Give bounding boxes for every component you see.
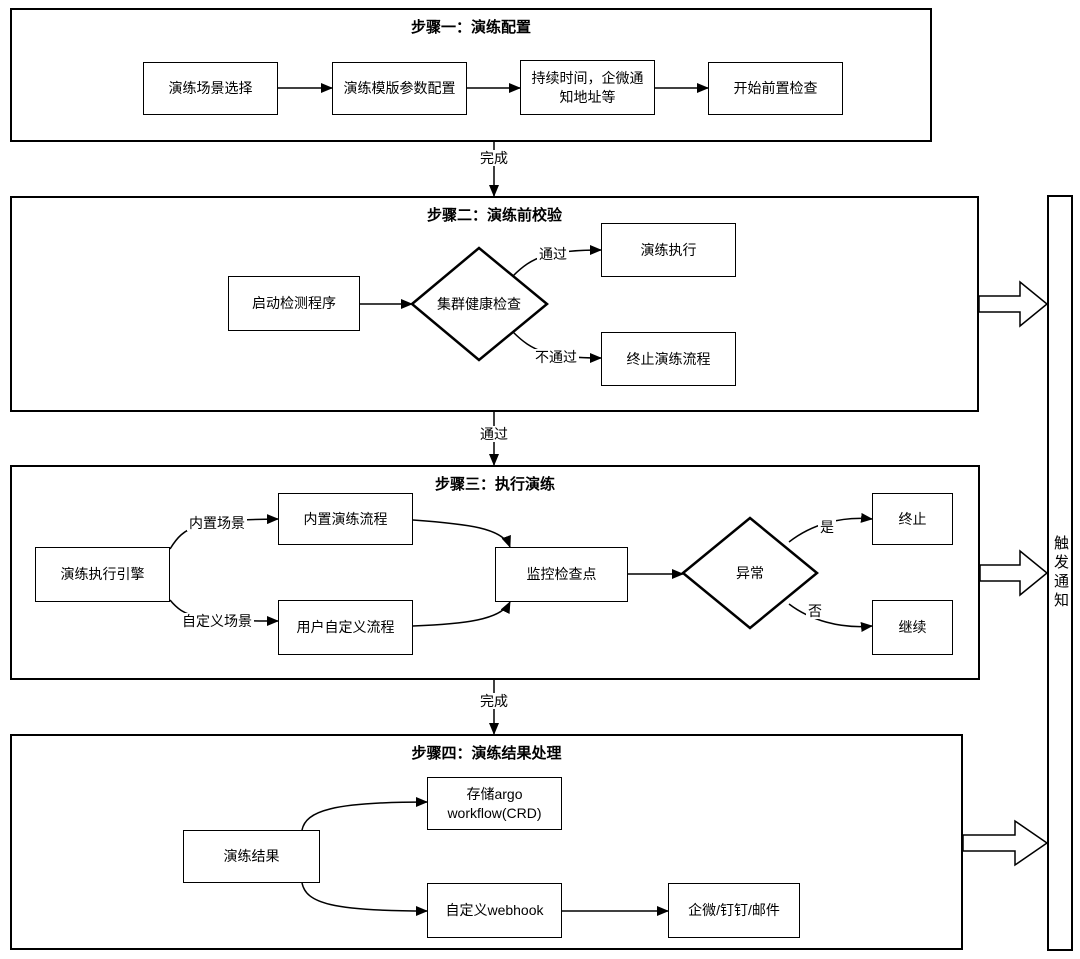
edge-label-builtin-scene: 内置场景 xyxy=(187,515,247,531)
node-builtin-flow-label: 内置演练流程 xyxy=(303,510,388,527)
node-custom-flow: 用户自定义流程 xyxy=(278,600,413,655)
node-exec-label: 演练执行 xyxy=(640,241,697,258)
step2-container: 步骤二：演练前校验 xyxy=(10,196,979,412)
step1-title: 步骤一：演练配置 xyxy=(410,19,531,36)
health-check-diamond-label: 集群健康检查 xyxy=(437,296,521,312)
node-duration-line1: 持续时间，企微通 xyxy=(531,69,644,86)
node-webhook-label: 自定义webhook xyxy=(445,902,544,918)
node-start-detect-label: 启动检测程序 xyxy=(252,295,336,311)
step2-title: 步骤二：演练前校验 xyxy=(426,207,562,224)
node-duration-line2: 知地址等 xyxy=(559,88,616,105)
node-store-argo: 存储argo workflow(CRD) xyxy=(427,777,562,830)
edge-label-yes: 是 xyxy=(818,519,836,535)
node-stop-label: 终止 xyxy=(898,510,927,527)
node-start-detect: 启动检测程序 xyxy=(228,276,360,331)
node-scene-select: 演练场景选择 xyxy=(143,62,278,115)
node-monitor: 监控检查点 xyxy=(495,547,628,602)
node-store-line1: 存储argo xyxy=(466,785,523,802)
node-stop: 终止 xyxy=(872,493,953,545)
edge-label-fail: 不通过 xyxy=(533,349,579,365)
node-result-label: 演练结果 xyxy=(223,848,280,864)
edge-label-done-1: 完成 xyxy=(478,150,510,166)
edge-label-pass: 通过 xyxy=(537,246,569,262)
hollow-arrow-step4-to-notify xyxy=(962,819,1049,867)
node-pre-check-label: 开始前置检查 xyxy=(733,80,818,96)
node-builtin-flow: 内置演练流程 xyxy=(278,493,413,545)
node-custom-flow-label: 用户自定义流程 xyxy=(296,619,395,635)
node-continue: 继续 xyxy=(872,600,953,655)
step4-container: 步骤四：演练结果处理 xyxy=(10,734,963,950)
node-engine: 演练执行引擎 xyxy=(35,547,170,602)
trigger-notify-bar: 触发通知 xyxy=(1047,195,1073,951)
node-result: 演练结果 xyxy=(183,830,320,883)
step4-title: 步骤四：演练结果处理 xyxy=(411,745,562,762)
node-notify-targets: 企微/钉钉/邮件 xyxy=(668,883,800,938)
edge-label-custom-scene: 自定义场景 xyxy=(180,613,254,629)
node-terminate-flow-label: 终止演练流程 xyxy=(626,350,711,367)
node-store-line2: workflow(CRD) xyxy=(447,804,542,821)
node-template-config-label: 演练模版参数配置 xyxy=(343,80,456,96)
node-webhook: 自定义webhook xyxy=(427,883,562,938)
node-notify-targets-label: 企微/钉钉/邮件 xyxy=(688,902,780,918)
step1-container: 步骤一：演练配置 xyxy=(10,8,932,142)
edge-label-pass-mid: 通过 xyxy=(478,426,510,442)
hollow-arrow-step2-to-notify xyxy=(978,280,1049,328)
node-continue-label: 继续 xyxy=(898,619,927,635)
step3-container: 步骤三：执行演练 xyxy=(10,465,980,680)
node-exec: 演练执行 xyxy=(601,223,736,277)
node-template-config: 演练模版参数配置 xyxy=(332,62,467,115)
node-scene-select-label: 演练场景选择 xyxy=(168,80,253,96)
edge-label-no: 否 xyxy=(806,603,824,619)
step3-title: 步骤三：执行演练 xyxy=(434,476,555,493)
node-monitor-label: 监控检查点 xyxy=(526,566,597,582)
node-pre-check: 开始前置检查 xyxy=(708,62,843,115)
node-engine-label: 演练执行引擎 xyxy=(60,566,145,582)
node-duration-config: 持续时间，企微通 知地址等 xyxy=(520,60,655,115)
abnormal-diamond-label: 异常 xyxy=(736,565,764,581)
hollow-arrow-step3-to-notify xyxy=(979,549,1049,597)
edge-label-done-2: 完成 xyxy=(478,693,510,709)
trigger-notify-label: 触发通知 xyxy=(1052,535,1069,611)
node-terminate-flow: 终止演练流程 xyxy=(601,332,736,386)
